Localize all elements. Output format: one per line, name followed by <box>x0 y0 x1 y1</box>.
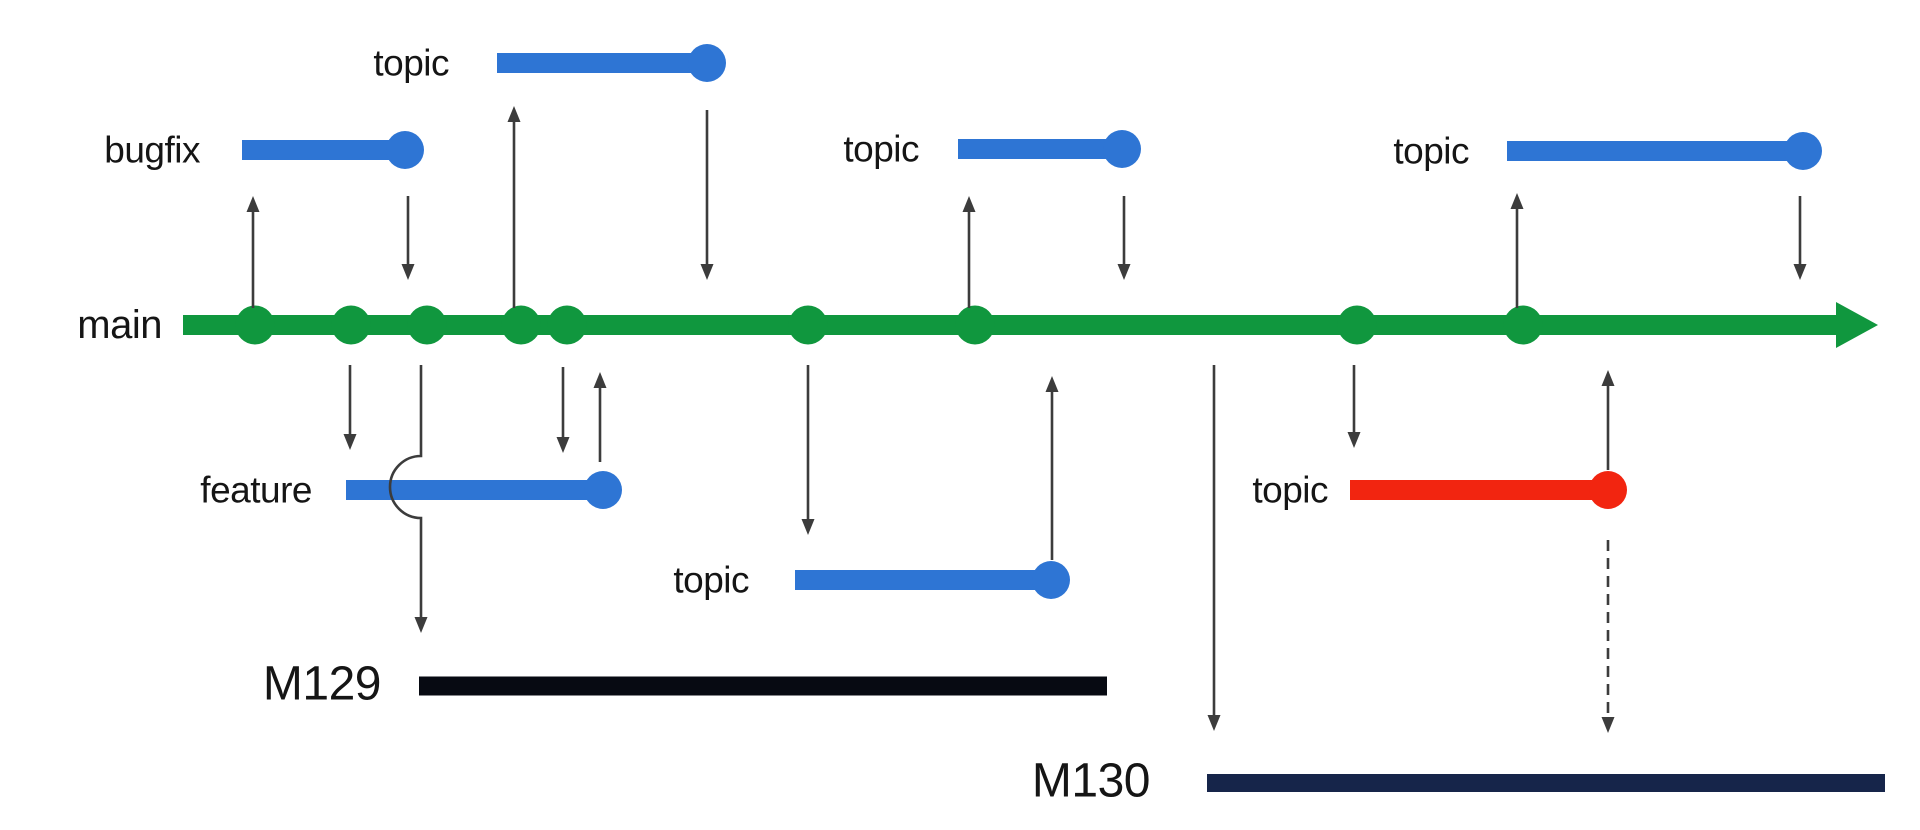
main-branch: main <box>77 302 1878 348</box>
arrowhead-icon <box>1510 193 1524 209</box>
main-arrowhead-icon <box>1836 302 1878 348</box>
commit-dot <box>955 305 995 345</box>
arrowhead-icon <box>1601 370 1615 386</box>
arrowhead-icon <box>1793 264 1807 280</box>
arrowhead-icon <box>246 196 260 212</box>
arrow-release-main-to-m130 <box>1207 365 1221 731</box>
branch-topic-top: topic <box>373 43 726 84</box>
main-branch-label: main <box>77 303 162 347</box>
branch-feature: feature <box>200 470 622 511</box>
branch-label-feature: feature <box>200 470 312 511</box>
branch-head-dot-feature <box>584 471 622 509</box>
arrowhead-icon <box>801 519 815 535</box>
commit-dot <box>235 305 275 345</box>
arrowhead-icon <box>343 434 357 450</box>
arrowhead-icon <box>1117 264 1131 280</box>
arrow-merge-topic-top-to-main <box>700 110 714 280</box>
milestone-label-m130: M130 <box>1032 755 1150 808</box>
branch-topic-bottom: topic <box>673 560 1070 601</box>
milestone-m129: M129 <box>263 658 1107 711</box>
branch-bugfix: bugfix <box>104 130 424 171</box>
milestone-m130: M130 <box>1032 755 1885 808</box>
commit-dot <box>788 305 828 345</box>
branch-label-topic-bottom: topic <box>673 560 749 601</box>
arrowhead-icon <box>414 617 428 633</box>
arrow-line-hop <box>388 365 423 617</box>
branch-head-dot-topic-bottom <box>1032 561 1070 599</box>
arrow-branch-main-to-feature <box>343 365 357 450</box>
branch-head-dot-topic-red <box>1589 471 1627 509</box>
arrow-branch-main-to-topic-red <box>1347 365 1361 448</box>
arrow-merge-topic-mid-to-main <box>1117 196 1131 280</box>
arrowhead-icon <box>593 372 607 388</box>
arrow-merge-topic-right-to-main <box>1793 196 1807 280</box>
arrow-branch-main-to-topic-right <box>1510 193 1524 308</box>
branch-topic-right: topic <box>1393 131 1822 172</box>
commit-dot <box>407 305 447 345</box>
arrow-merge-bugfix-to-main <box>401 196 415 280</box>
arrow-branch-main-to-bugfix <box>246 196 260 308</box>
arrow-merge-topic-bottom-to-main <box>1045 376 1059 560</box>
commit-dot <box>331 305 371 345</box>
commit-dot <box>501 305 541 345</box>
arrow-branch-main-to-topic-mid <box>962 196 976 308</box>
branch-head-dot-bugfix <box>386 131 424 169</box>
arrowhead-icon <box>556 437 570 453</box>
arrow-branch-main-to-topic-top <box>507 106 521 308</box>
branch-label-topic-top: topic <box>373 43 449 84</box>
branch-topic-mid: topic <box>843 129 1141 170</box>
arrowhead-icon <box>700 264 714 280</box>
branch-label-topic-right: topic <box>1393 131 1469 172</box>
arrow-merge-feature-to-main <box>593 372 607 462</box>
branch-head-dot-topic-top <box>688 44 726 82</box>
arrowhead-icon <box>1601 717 1615 733</box>
branch-label-topic-mid: topic <box>843 129 919 170</box>
arrowhead-icon <box>1347 432 1361 448</box>
branch-topic-red: topic <box>1252 470 1627 511</box>
arrow-branch-main-to-topic-bottom <box>801 365 815 535</box>
arrowhead-icon <box>401 264 415 280</box>
commit-dot <box>1503 305 1543 345</box>
arrowhead-icon <box>962 196 976 212</box>
milestone-bar-m130 <box>1207 774 1885 792</box>
arrowhead-icon <box>1045 376 1059 392</box>
commit-dot <box>1337 305 1377 345</box>
milestone-label-m129: M129 <box>263 658 381 711</box>
arrow-merge-topic-red-to-main <box>1601 370 1615 470</box>
arrow-release-main-to-m129 <box>388 365 428 633</box>
milestone-bar-m129 <box>419 676 1107 696</box>
branch-head-dot-topic-mid <box>1103 130 1141 168</box>
arrowhead-icon <box>1207 715 1221 731</box>
branch-label-topic-red: topic <box>1252 470 1328 511</box>
arrowhead-icon <box>507 106 521 122</box>
arrow-pick-topic-red-to-m130 <box>1601 540 1615 733</box>
branch-head-dot-topic-right <box>1784 132 1822 170</box>
arrow-update-main-to-feature <box>556 367 570 453</box>
branch-label-bugfix: bugfix <box>104 130 201 171</box>
commit-dot <box>547 305 587 345</box>
